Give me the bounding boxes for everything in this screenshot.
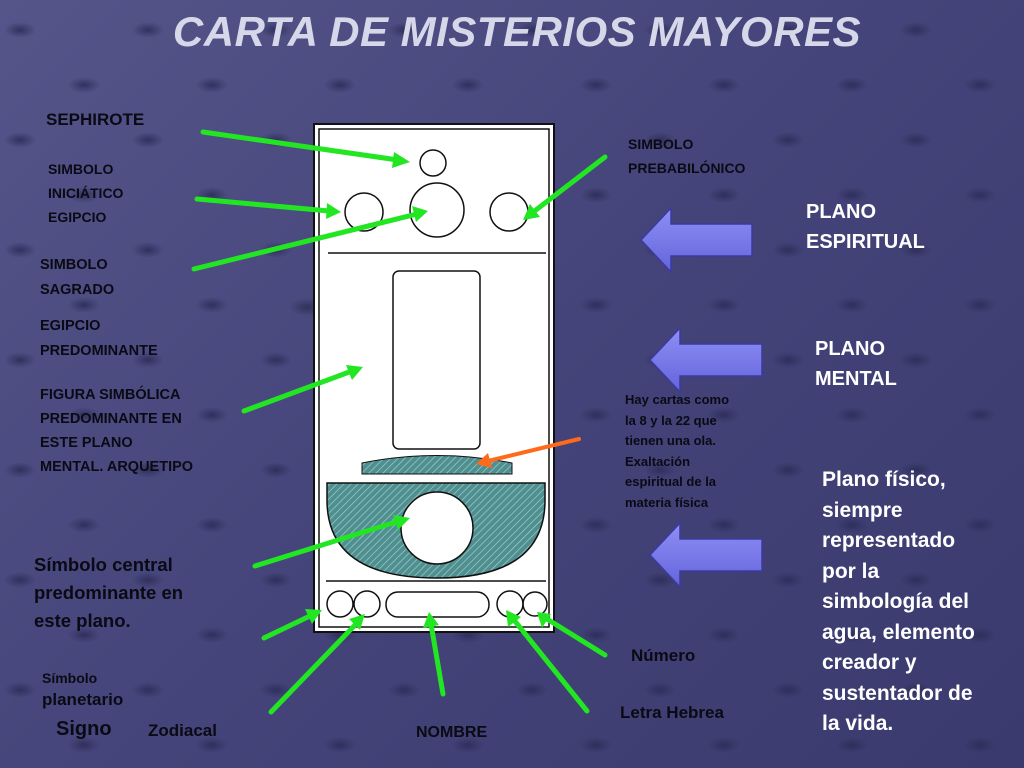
page-title: CARTA DE MISTERIOS MAYORES	[172, 8, 862, 55]
arrow-simbolo-central	[252, 515, 410, 569]
label-plano-mental: PLANO MENTAL	[815, 338, 897, 390]
arrow-figura-simbolica	[241, 365, 363, 414]
label-egipcio-predominante: EGIPCIO PREDOMINANTE	[40, 318, 158, 359]
label-figura-simbolica: FIGURA SIMBÓLICA PREDOMINANTE EN ESTE PL…	[40, 387, 194, 475]
label-zodiacal: Zodiacal	[148, 721, 217, 740]
label-simbolo-central: Símbolo central predominante en este pla…	[34, 554, 184, 631]
arrow-letra-hebrea	[506, 610, 590, 714]
number-circle	[522, 591, 548, 617]
label-simbolo-planetario-small: Símbolo	[42, 670, 98, 686]
arrow-plano-espiritual	[639, 206, 753, 274]
label-simbolo-planetario-large: planetario	[42, 690, 124, 709]
arrow-numero	[537, 612, 608, 658]
arrow-simbolo-planetario	[261, 609, 322, 641]
name-box	[385, 591, 490, 618]
label-hay-cartas: Hay cartas como la 8 y la 22 que tienen …	[625, 392, 730, 510]
arrow-plano-fisico	[648, 521, 763, 589]
zodiac-circle	[353, 590, 381, 618]
label-numero: Número	[631, 646, 696, 665]
wave-symbol	[361, 455, 513, 475]
wave-arrow	[476, 437, 581, 468]
egyptian-initiatic-circle	[344, 192, 384, 232]
arrow-plano-mental	[648, 326, 763, 394]
label-simbolo-iniciatico: SIMBOLO INICIÁTICO EGIPCIO	[48, 161, 124, 225]
label-simbolo-prebabilonico: SIMBOLO PREBABILÓNICO	[628, 136, 746, 176]
sacred-symbol-circle	[409, 182, 465, 238]
label-signo: Signo	[56, 718, 112, 740]
sephirote-circle	[419, 149, 447, 177]
tarot-card	[313, 123, 555, 633]
arrow-simbolo-iniciatico	[194, 196, 341, 219]
plane-arrows	[639, 206, 763, 589]
label-nombre: NOMBRE	[416, 724, 488, 741]
arrow-simbolo-prebabilonico	[523, 154, 608, 220]
arrow-nombre	[423, 612, 446, 697]
archetype-frame	[392, 270, 481, 450]
planetary-circle	[326, 590, 354, 618]
arrow-simbolo-sagrado	[191, 206, 428, 272]
central-symbol-circle	[400, 491, 474, 565]
label-sephirote: SEPHIROTE	[46, 110, 145, 129]
label-plano-espiritual: PLANO ESPIRITUAL	[806, 201, 925, 253]
pointer-arrows	[191, 129, 608, 715]
label-plano-fisico: Plano físico, siempre representado por l…	[822, 468, 975, 735]
label-simbolo-planetario: Símbolo planetario	[42, 645, 123, 711]
arrow-signo-zodiacal	[268, 614, 365, 715]
label-letra-hebrea: Letra Hebrea	[620, 703, 724, 722]
arrow-sephirote	[200, 129, 410, 168]
label-simbolo-sagrado: SIMBOLO SAGRADO	[40, 257, 115, 298]
